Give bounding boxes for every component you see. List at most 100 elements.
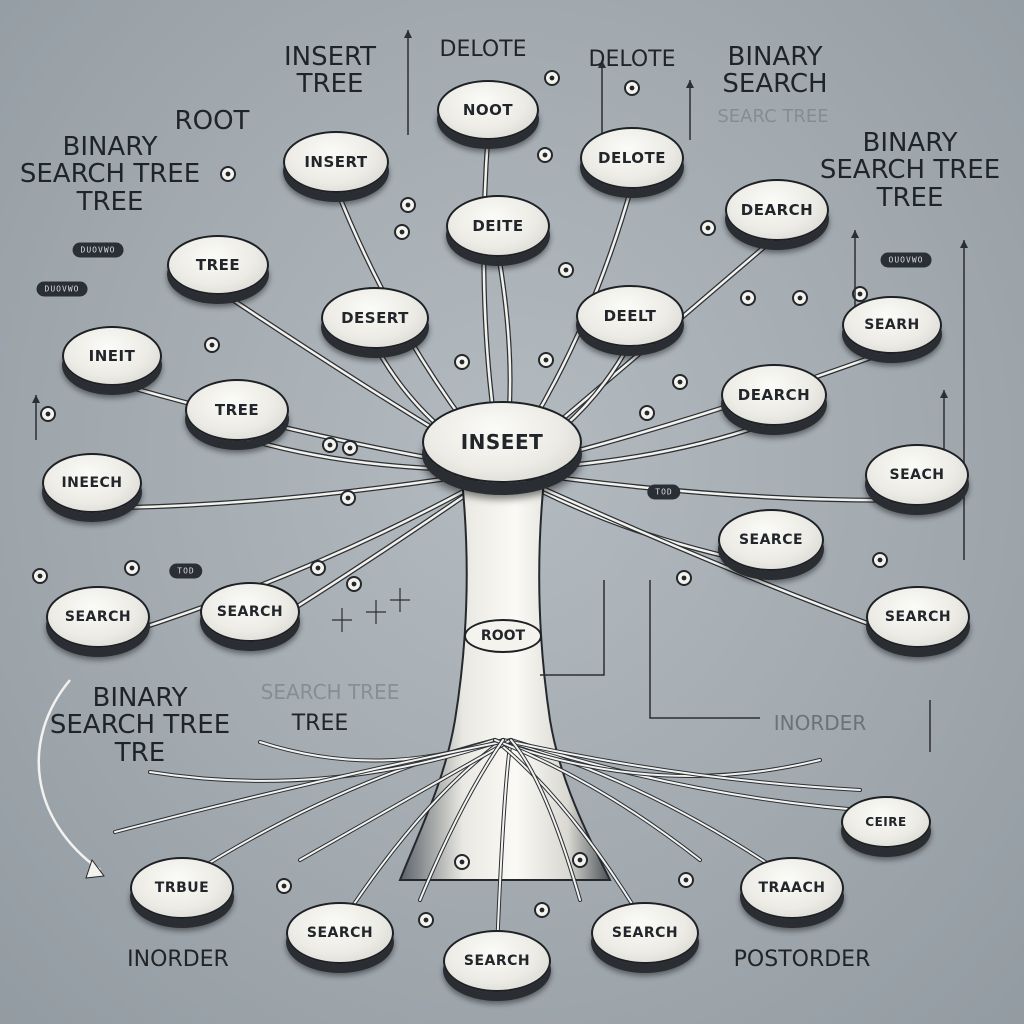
tag-pill: OUOVWO xyxy=(880,252,932,268)
label-delote-right: DELOTE xyxy=(588,47,676,72)
tag-pill: TOD xyxy=(169,563,203,579)
label-binary-search-top-right: BINARY SEARCH xyxy=(722,42,828,100)
branch-highlight xyxy=(500,468,919,502)
annotation-arrowhead xyxy=(598,60,606,68)
annotation-arrowhead xyxy=(960,240,968,248)
root-highlight xyxy=(502,739,793,881)
connector-dot-center xyxy=(705,225,711,231)
trunk-root-label: ROOT xyxy=(464,619,542,653)
label-inorder-bottom: INORDER xyxy=(127,947,229,972)
connector-dot-center xyxy=(549,75,555,81)
node-ineit[interactable]: INEIT xyxy=(62,326,162,386)
connector-dot-center xyxy=(327,442,333,448)
annotation-arrowhead xyxy=(940,390,948,398)
curved-arrow xyxy=(37,679,101,872)
label-binary-search-tree-bottom-left: BINARY SEARCH TREE TRE xyxy=(49,683,231,768)
label-inorder-right: INORDER xyxy=(773,711,867,735)
node-searh[interactable]: SEARH xyxy=(842,296,942,354)
annotation-arrowhead xyxy=(686,80,694,88)
curved-arrow-head xyxy=(85,858,105,879)
connector-dot-center xyxy=(745,295,751,301)
node-noot[interactable]: NOOT xyxy=(437,80,539,140)
connector-dot-center xyxy=(315,565,321,571)
node-center-inseet[interactable]: INSEET xyxy=(422,401,582,483)
branch-highlight xyxy=(90,468,504,510)
root-highlight xyxy=(510,739,887,813)
root-highlight xyxy=(494,739,821,777)
node-search-bottom-a[interactable]: SEARCH xyxy=(286,902,394,964)
connector-dot-center xyxy=(877,557,883,563)
connector-dot-center xyxy=(577,857,583,863)
label-search-tree-faint: SEARC TREE xyxy=(717,106,829,127)
connector-dot-center xyxy=(563,267,569,273)
connector-dot-center xyxy=(423,917,429,923)
connector-dot-center xyxy=(629,85,635,91)
connector-dot-center xyxy=(37,573,43,579)
connector-dot-center xyxy=(129,565,135,571)
node-search-left-b[interactable]: SEARCH xyxy=(200,582,300,642)
annotation-arrowhead xyxy=(404,30,412,38)
node-ceire[interactable]: CEIRE xyxy=(841,796,931,848)
annotation-arrowhead xyxy=(32,395,40,403)
connector-dot-center xyxy=(459,359,465,365)
node-traach[interactable]: TRAACH xyxy=(740,857,844,919)
root-highlight xyxy=(114,739,512,833)
node-searce[interactable]: SEARCE xyxy=(718,509,824,571)
node-deite[interactable]: DEITE xyxy=(446,195,550,257)
node-dearch-mid[interactable]: DEARCH xyxy=(721,364,827,426)
node-search-left-a[interactable]: SEARCH xyxy=(46,586,150,648)
root-highlight xyxy=(494,739,646,926)
connector-dot-center xyxy=(797,295,803,301)
connector-dot-center xyxy=(681,575,687,581)
node-insert[interactable]: INSERT xyxy=(283,131,389,193)
node-deelt[interactable]: DEELT xyxy=(576,285,684,347)
node-search-bottom-c[interactable]: SEARCH xyxy=(591,902,699,964)
bracket-line xyxy=(540,580,605,676)
connector-dot-center xyxy=(345,495,351,501)
label-delote-top: DELOTE xyxy=(439,37,527,62)
connector-dot-center xyxy=(677,379,683,385)
label-binary-search-tree-left: BINARY SEARCH TREE TREE xyxy=(19,132,201,217)
tag-pill: TOD xyxy=(647,484,681,500)
node-search-bottom-b[interactable]: SEARCH xyxy=(443,930,551,992)
node-tree-mid[interactable]: TREE xyxy=(185,379,289,441)
root-highlight xyxy=(502,739,861,791)
label-postorder-bottom: POSTORDER xyxy=(733,947,871,972)
connector-dot-center xyxy=(683,877,689,883)
node-search-right[interactable]: SEARCH xyxy=(866,586,970,648)
connector-dot-center xyxy=(543,357,549,363)
connector-dot-center xyxy=(399,229,405,235)
connector-dot-center xyxy=(405,202,411,208)
connector-dot-center xyxy=(209,342,215,348)
label-search-tree-mid-faint: SEARCH TREE xyxy=(260,680,400,704)
node-seach[interactable]: SEACH xyxy=(865,444,969,506)
root-highlight xyxy=(419,739,504,901)
tag-pill: DUOVWO xyxy=(36,281,88,297)
bracket-line xyxy=(649,580,760,719)
label-insert-tree: INSERT TREE xyxy=(283,42,377,100)
label-tree-mid: TREE xyxy=(291,711,349,736)
connector-dot-center xyxy=(539,907,545,913)
branch-highlight xyxy=(96,468,504,644)
branch-highlight xyxy=(500,468,920,644)
label-binary-search-tree-right: BINARY SEARCH TREE TREE xyxy=(819,128,1001,213)
connector-dot-center xyxy=(347,445,353,451)
node-delote[interactable]: DELOTE xyxy=(580,127,684,189)
node-dearch-top[interactable]: DEARCH xyxy=(725,179,829,241)
connector-dot-center xyxy=(351,581,357,587)
node-desert[interactable]: DESERT xyxy=(321,287,429,349)
node-ineech[interactable]: INEECH xyxy=(42,453,142,513)
tag-pill: DUOVWO xyxy=(72,242,124,258)
connector-dot-center xyxy=(644,410,650,416)
annotation-arrowhead xyxy=(851,230,859,238)
node-tree-upper[interactable]: TREE xyxy=(167,235,269,295)
connector-dot-center xyxy=(459,859,465,865)
node-trbue[interactable]: TRBUE xyxy=(130,857,234,919)
connector-dot-center xyxy=(857,291,863,297)
label-root: ROOT xyxy=(174,106,250,136)
root-highlight xyxy=(299,739,512,861)
connector-dot-center xyxy=(225,171,231,177)
connector-dot-center xyxy=(281,883,287,889)
connector-dot-center xyxy=(542,152,548,158)
